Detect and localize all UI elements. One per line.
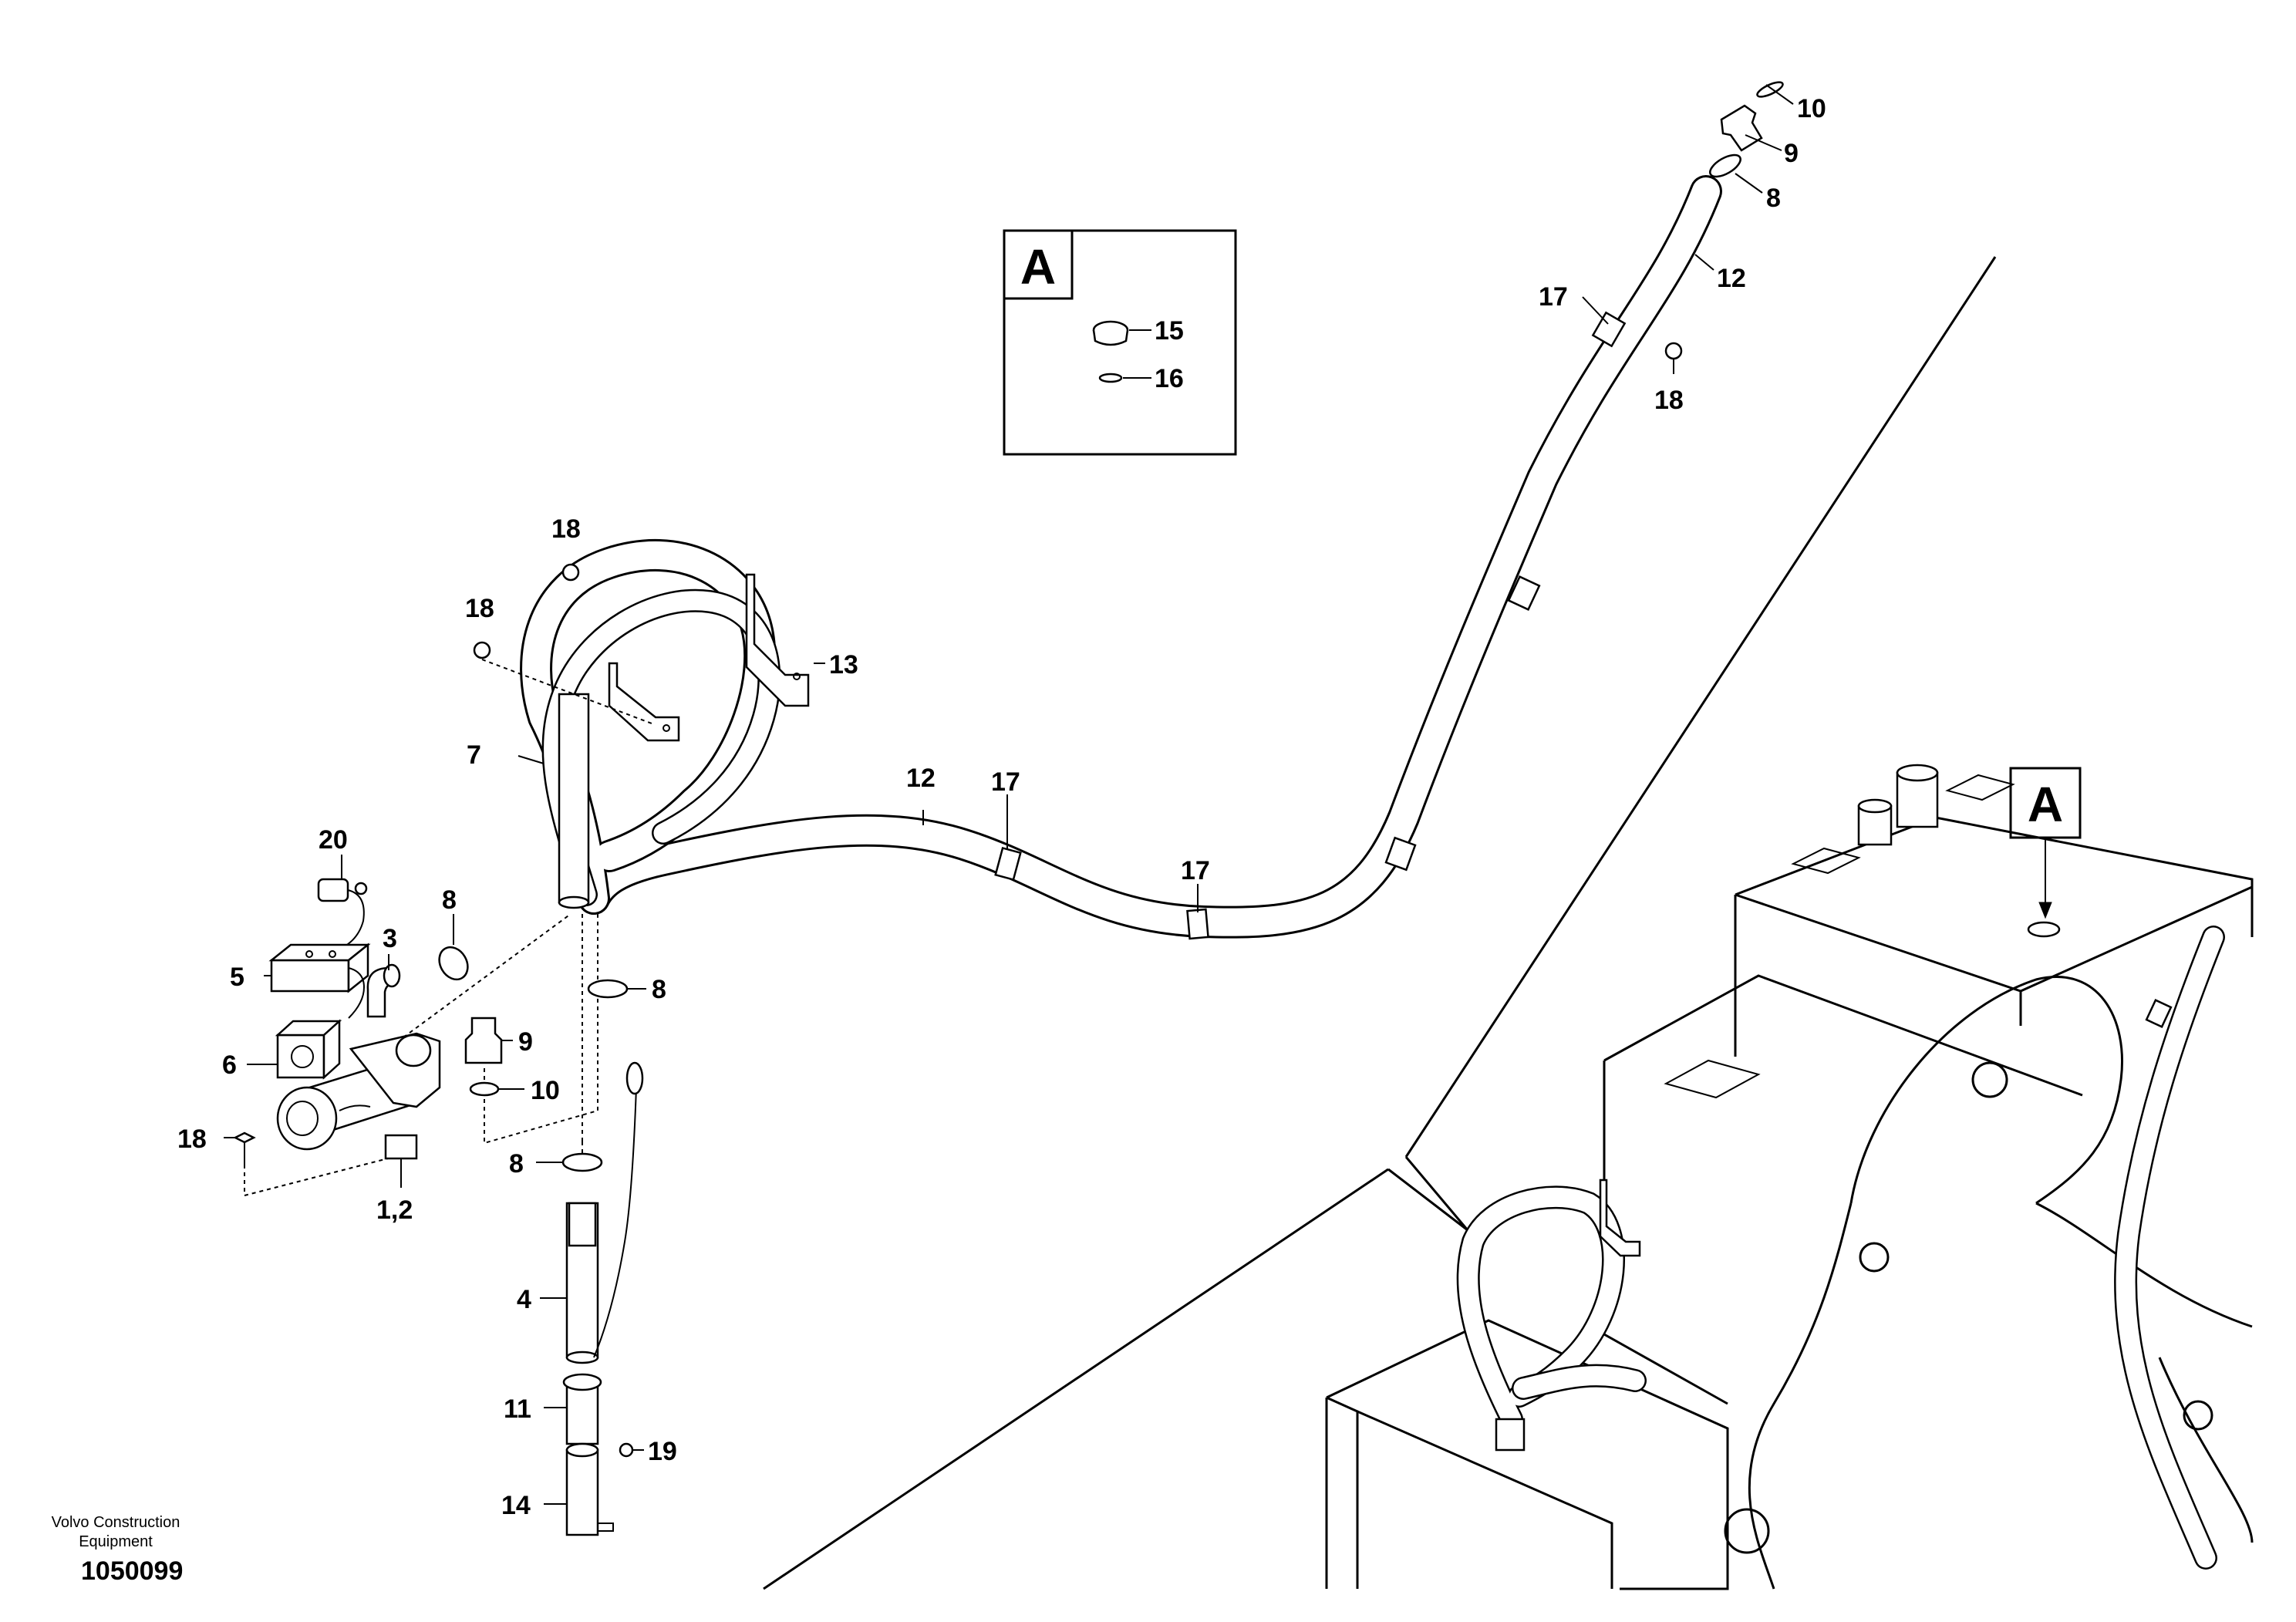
- separator-notch: [1387, 1156, 1469, 1232]
- callout-17-mid-a: 17: [991, 767, 1020, 797]
- callout-8-left: 8: [442, 885, 457, 915]
- callout-17-top: 17: [1539, 282, 1568, 312]
- callout-11: 11: [504, 1394, 531, 1424]
- callout-19: 19: [648, 1437, 677, 1466]
- clamp-8-mid: [587, 979, 629, 999]
- screw-18-top: [1664, 342, 1683, 360]
- callout-13: 13: [829, 650, 858, 679]
- separator-line-upper: [1404, 256, 1997, 1158]
- connector-20: [317, 878, 349, 902]
- callout-3: 3: [383, 924, 397, 953]
- callout-8-mid: 8: [652, 975, 666, 1004]
- callout-7: 7: [467, 740, 481, 770]
- callout-18-left: 18: [177, 1125, 207, 1154]
- retainer-cable: [593, 1087, 637, 1358]
- clamp-8-left: [438, 946, 469, 981]
- o-ring-10-mid: [469, 1081, 500, 1097]
- callout-8-low: 8: [509, 1149, 524, 1179]
- callout-12-top: 12: [1717, 264, 1746, 293]
- separator-line-lower: [763, 1168, 1389, 1590]
- callout-20: 20: [319, 825, 348, 855]
- credit-line-1: Volvo Construction: [52, 1514, 180, 1531]
- callout-18-a: 18: [551, 514, 581, 544]
- hose-12-route: [578, 81, 1784, 940]
- callout-10-mid: 10: [531, 1076, 560, 1105]
- drawing-number: 1050099: [81, 1556, 183, 1586]
- hose-7-coil: [473, 538, 810, 915]
- clamp-17-lower-mid: [1384, 836, 1417, 872]
- clamp-17-mid-a: [994, 846, 1022, 882]
- view-marker-a-label: A: [2028, 777, 2063, 832]
- o-ring-16: [1098, 373, 1123, 383]
- clamp-17-mid-b: [1186, 908, 1209, 940]
- bracket-coil: [608, 662, 680, 742]
- clamp-17-top: [1591, 311, 1627, 348]
- credit-line-2: Equipment: [79, 1533, 153, 1550]
- screw-18-left: [233, 1131, 256, 1144]
- fitting-9-mid: [464, 1017, 503, 1064]
- callout-17-mid-b: 17: [1181, 856, 1210, 885]
- o-ring-10-top: [1756, 81, 1784, 98]
- callout-18-top: 18: [1654, 386, 1684, 415]
- leader-lines: [224, 84, 1794, 1505]
- clamp-17-upper-mid: [1507, 575, 1541, 611]
- callout-14: 14: [501, 1491, 531, 1520]
- callout-4: 4: [517, 1285, 531, 1314]
- machine-view: A: [1325, 764, 2254, 1590]
- callout-9-mid: 9: [518, 1027, 533, 1057]
- housing-6: [276, 1034, 325, 1079]
- callout-8-top: 8: [1766, 184, 1781, 213]
- callout-10-top: 10: [1797, 94, 1826, 123]
- callouts: 10 9 8 12 17 18 15 16 18 18 13 7 12 17 1…: [177, 94, 1826, 1520]
- screw-18-second: [473, 641, 491, 659]
- pump-assembly: [233, 659, 652, 1536]
- control-box-5: [270, 959, 350, 993]
- tank-filler-cap: [2027, 921, 2061, 938]
- callout-5: 5: [230, 963, 244, 992]
- sleeve-14: [565, 1448, 599, 1536]
- screw-18-upper: [561, 563, 580, 582]
- callout-6: 6: [222, 1050, 237, 1080]
- callout-18-b: 18: [465, 594, 494, 623]
- callout-1-2: 1,2: [376, 1195, 413, 1225]
- bracket-13: [745, 573, 810, 707]
- callout-16: 16: [1155, 364, 1184, 393]
- clamp-8-low: [561, 1152, 603, 1172]
- callout-9-top: 9: [1784, 139, 1799, 168]
- fitting-9-top: [1720, 104, 1763, 152]
- clamp-8-top: [1709, 153, 1741, 178]
- detail-view-a: A: [1003, 229, 1237, 456]
- strainer-11: [565, 1381, 599, 1445]
- detail-view-a-label: A: [1020, 239, 1056, 295]
- screw-19: [619, 1442, 634, 1458]
- callout-15: 15: [1155, 316, 1184, 346]
- callout-12-mid: 12: [906, 764, 936, 793]
